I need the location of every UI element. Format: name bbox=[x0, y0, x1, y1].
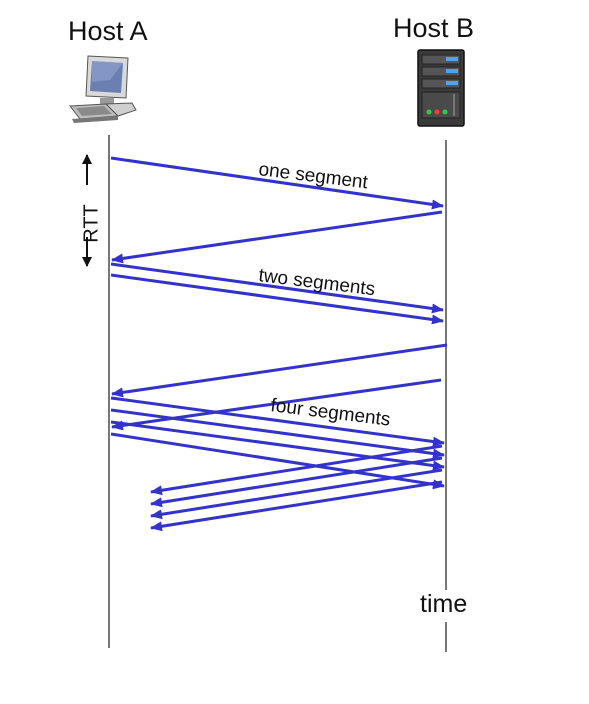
ack-arrow bbox=[150, 444, 443, 496]
ack-arrow bbox=[150, 480, 443, 532]
ack-arrow bbox=[111, 343, 448, 398]
segment-arrow bbox=[110, 273, 444, 325]
host-a-label: Host A bbox=[68, 16, 148, 46]
segment-arrow bbox=[110, 408, 445, 459]
two-segments-label: two segments bbox=[257, 265, 376, 300]
ack-arrow bbox=[150, 468, 443, 520]
segment-arrow bbox=[110, 420, 445, 471]
rtt-label: RTT bbox=[80, 204, 103, 243]
ack-arrow bbox=[111, 210, 443, 264]
time-label: time bbox=[420, 590, 468, 618]
segment-arrow bbox=[110, 156, 444, 210]
host-b-label: Host B bbox=[393, 13, 475, 43]
server-tower-icon bbox=[417, 49, 465, 127]
ack-arrow bbox=[111, 378, 442, 431]
four-segments-label: four segments bbox=[269, 395, 391, 431]
ack-arrow bbox=[150, 456, 443, 508]
segment-arrow bbox=[110, 396, 445, 447]
desktop-computer-icon bbox=[69, 55, 137, 123]
segment-arrow bbox=[110, 262, 444, 314]
